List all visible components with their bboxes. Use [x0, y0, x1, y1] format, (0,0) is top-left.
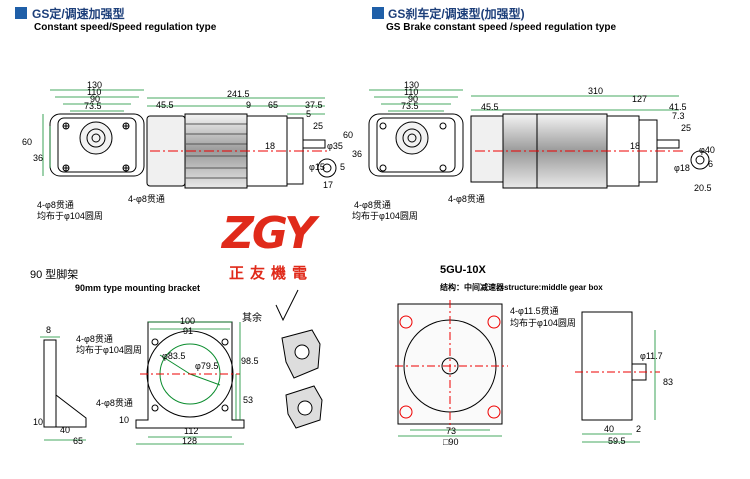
gearbox-subtitle: 结构：中间减速器structure:middle gear box — [440, 283, 603, 292]
right-section-title: GS刹车定/调速型(加强型) — [388, 7, 525, 21]
dim-gearbox-2: 2 — [636, 424, 642, 434]
dim-gearbox-73: 73 — [446, 426, 457, 436]
dim-left-phi15: φ15 — [309, 162, 325, 172]
dim-bracket-128: 128 — [182, 436, 198, 446]
dim-left-5: 5 — [306, 109, 312, 119]
gearbox-title: 5GU-10X — [440, 264, 486, 276]
note-bracket-pcd: 均布于φ104圆周 — [76, 345, 142, 355]
dim-bracket-100: 100 — [180, 316, 196, 326]
dim-left-5b: 5 — [340, 162, 346, 172]
note-right-pcd: 均布于φ104圆周 — [352, 211, 418, 221]
dim-bracket-112: 112 — [184, 426, 199, 436]
note-left-holes: 4-φ8贯通 — [37, 200, 74, 210]
note-left-pcd: 均布于φ104圆周 — [37, 211, 103, 221]
note-right-holes-b: 4-φ8贯通 — [448, 194, 485, 204]
dim-left-17: 17 — [323, 180, 334, 190]
dim-bracket-8: 8 — [46, 325, 52, 335]
dim-right-36: 36 — [352, 149, 363, 159]
dim-gearbox-phi11-7: φ11.7 — [640, 351, 663, 361]
dim-right-310: 310 — [588, 86, 604, 96]
dim-left-36: 36 — [33, 153, 44, 163]
note-bracket-holes-b: 4-φ8贯通 — [96, 398, 133, 408]
dim-bracket-10b: 10 — [119, 415, 130, 425]
brand-logo: ZGY — [222, 208, 316, 259]
dim-gearbox-40: 40 — [604, 424, 615, 434]
dim-left-241-5: 241.5 — [227, 89, 250, 99]
dim-right-60: 60 — [343, 130, 354, 140]
bracket-others-label: 其余 — [242, 313, 262, 324]
left-section-subtitle: Constant speed/Speed regulation type — [34, 22, 217, 33]
note-gearbox-pcd: 均布于φ104圆周 — [510, 318, 576, 328]
dim-left-60: 60 — [22, 137, 33, 147]
dim-left-18: 18 — [265, 141, 276, 151]
note-right-holes: 4-φ8贯通 — [354, 200, 391, 210]
dim-bracket-65: 65 — [73, 436, 84, 446]
dim-right-73-5: 73.5 — [401, 101, 419, 111]
dim-right-127: 127 — [632, 94, 648, 104]
dim-left-65: 65 — [268, 100, 279, 110]
brand-logo-chinese: 正友機電 — [229, 265, 314, 282]
dim-left-37-5: 37.5 — [305, 100, 323, 110]
right-section-subtitle: GS Brake constant speed /speed regulatio… — [386, 22, 617, 33]
dim-right-90: 90 — [408, 94, 419, 104]
dim-gearbox-90: □90 — [443, 437, 459, 447]
dim-left-90: 90 — [90, 94, 101, 104]
dim-right-20-5: 20.5 — [694, 183, 712, 193]
dim-bracket-53: 53 — [243, 395, 254, 405]
dim-left-25: 25 — [313, 121, 324, 131]
left-header-marker — [15, 7, 27, 19]
dim-bracket-91: 91 — [183, 326, 194, 336]
left-section-title: GS定/调速加强型 — [32, 7, 125, 21]
dim-right-6: 6 — [708, 159, 714, 169]
dim-bracket-phi79-5: φ79.5 — [195, 361, 219, 371]
dim-right-41-5: 41.5 — [669, 102, 687, 112]
bracket-subtitle: 90mm type mounting bracket — [75, 283, 201, 293]
dim-left-phi35: φ35 — [327, 141, 343, 151]
right-header-marker — [372, 7, 384, 19]
dim-bracket-40: 40 — [60, 425, 71, 435]
dim-right-25: 25 — [681, 123, 692, 133]
dim-right-18: 18 — [630, 141, 641, 151]
dim-right-130: 130 — [404, 80, 420, 90]
bracket-title: 90 型脚架 — [30, 269, 79, 281]
dim-left-73-5: 73.5 — [84, 101, 102, 111]
dim-right-7-3: 7.3 — [672, 111, 685, 121]
dim-bracket-phi83-5: φ83.5 — [162, 351, 186, 361]
dim-left-130: 130 — [87, 80, 103, 90]
dim-gearbox-59-5: 59.5 — [608, 436, 626, 446]
dim-right-phi40: φ40 — [699, 145, 715, 155]
dim-bracket-98-5: 98.5 — [241, 356, 259, 366]
note-gearbox-holes: 4-φ11.5贯通 — [510, 306, 559, 316]
note-bracket-holes: 4-φ8贯通 — [76, 334, 113, 344]
dim-right-45-5: 45.5 — [481, 102, 499, 112]
dim-right-phi18: φ18 — [674, 163, 690, 173]
dim-left-9: 9 — [246, 100, 252, 110]
dim-right-110: 110 — [404, 87, 419, 97]
note-left-holes-b: 4-φ8贯通 — [128, 194, 165, 204]
dim-left-45-5: 45.5 — [156, 100, 174, 110]
dim-gearbox-83: 83 — [663, 377, 674, 387]
dim-bracket-10: 10 — [33, 417, 44, 427]
dim-left-110: 110 — [87, 87, 102, 97]
